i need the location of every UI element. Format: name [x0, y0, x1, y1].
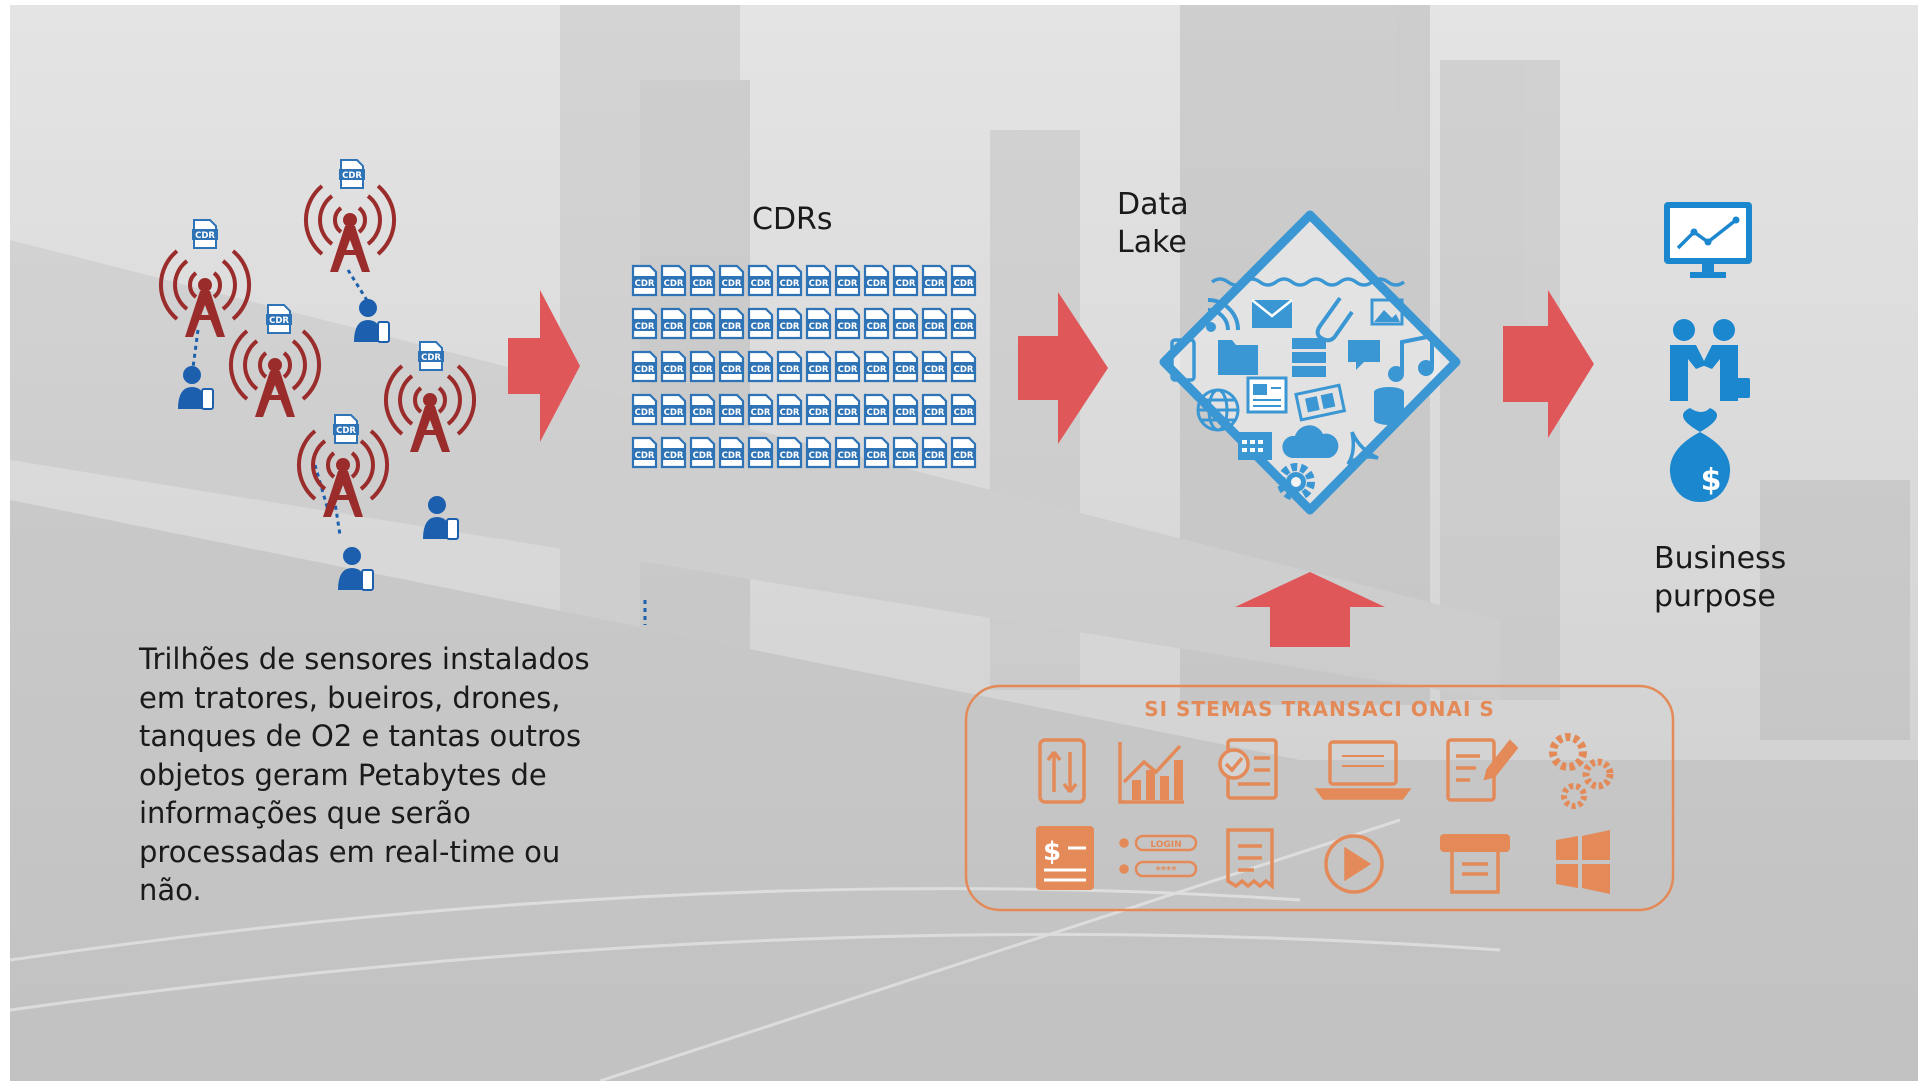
printer-receipt-icon [1440, 834, 1510, 894]
sensors-description: Trilhões de sensores instalados em trato… [139, 642, 590, 907]
business-purpose-title: Business purpose [1654, 541, 1787, 614]
radio-tower-icon [297, 429, 389, 517]
cdr-badge-text: CDR [421, 353, 441, 363]
chat-bubble-icon [1348, 340, 1380, 370]
bar-chart-bars [1132, 760, 1183, 800]
cdr-badge-text: CDR [195, 231, 215, 241]
cdr-badge-text: CDR [269, 316, 289, 326]
server-icon [1292, 338, 1326, 377]
gear-icon [1277, 463, 1315, 501]
monitor-chart-icon [1664, 202, 1752, 278]
arrow-up-1 [1235, 572, 1385, 647]
arrow-right-3 [1503, 290, 1594, 438]
radio-tower-icon [159, 249, 251, 337]
image-icon [1370, 298, 1404, 326]
invoice-dollar-icon: $ [1043, 837, 1061, 867]
pdf-icon [1346, 431, 1379, 466]
gears-icon [1549, 733, 1614, 809]
data-lake-title: Data Lake [1117, 187, 1189, 260]
film-icon [1294, 383, 1347, 422]
data-lake [1159, 210, 1461, 515]
person-with-phone-icon [178, 366, 214, 410]
flow-arrows [508, 290, 1594, 647]
cdr-file-icon: CDR [339, 159, 365, 189]
business-purpose: $ [1664, 202, 1752, 502]
play-button-icon [1324, 834, 1384, 894]
bar-chart-icon [1118, 742, 1184, 804]
windows-icon [1556, 830, 1610, 894]
cdr-file-icon: CDR [418, 341, 444, 371]
transactional-systems-title: SI STEMAS TRANSACI ONAI S [1144, 697, 1495, 721]
cdr-file-icon: CDR [266, 304, 292, 334]
cdrs-title: CDRs [752, 202, 833, 237]
envelope-icon [1251, 299, 1293, 328]
person-with-phone-icon [338, 547, 374, 591]
login-icon [1119, 834, 1198, 878]
money-bag-icon: $ [1669, 408, 1731, 502]
cdr-grid [630, 262, 978, 477]
edit-document-icon [1446, 738, 1519, 802]
globe-icon [1196, 388, 1240, 432]
password-text: **** [1156, 865, 1178, 876]
checklist-icon [1218, 738, 1278, 800]
transactional-systems: $ LOGIN **** [964, 684, 1675, 912]
radio-tower-icon [384, 364, 476, 452]
laptop-icon [1314, 740, 1412, 800]
tablet-icon [1170, 338, 1196, 382]
radio-tower-icon [304, 184, 396, 272]
cdr-file-icon: CDR [192, 219, 218, 249]
dollar-sign-icon: $ [1701, 463, 1722, 498]
calendar-icon [1238, 432, 1272, 460]
cloud-icon [1282, 425, 1339, 458]
cdr-badge-text: CDR [336, 426, 356, 436]
folder-icon [1218, 340, 1258, 375]
radio-tower-icon [229, 329, 321, 417]
arrow-right-1 [508, 290, 580, 442]
database-icon [1374, 387, 1404, 425]
transfer-icon [1038, 738, 1086, 804]
handshake-icon [1670, 319, 1750, 401]
cdr-badge-text: CDR [342, 171, 362, 181]
sensor-network: CDR CDR CDR CDR CDR [159, 159, 647, 625]
person-with-phone-icon [354, 299, 390, 343]
document-icon [1246, 376, 1288, 414]
receipt-icon [1226, 828, 1274, 890]
arrow-right-2 [1018, 292, 1108, 444]
cdr-file-icon: CDR [333, 414, 359, 444]
person-with-phone-icon [423, 496, 459, 540]
music-note-icon [1388, 333, 1434, 382]
invoice-icon: $ [1036, 826, 1094, 890]
wifi-icon [1206, 298, 1240, 332]
login-text: LOGIN [1150, 840, 1181, 850]
